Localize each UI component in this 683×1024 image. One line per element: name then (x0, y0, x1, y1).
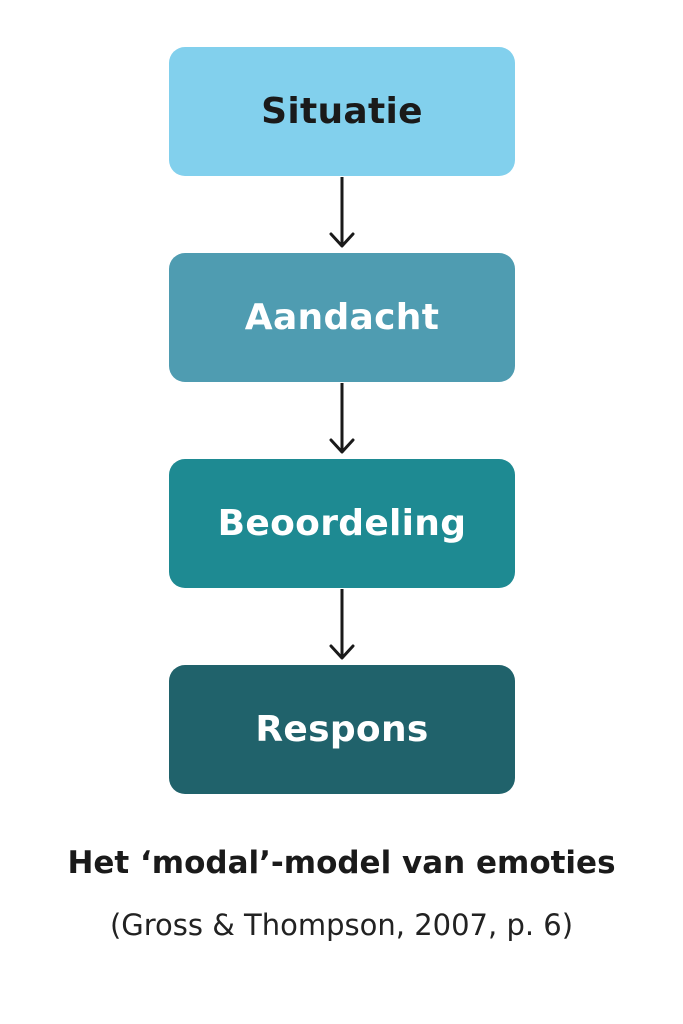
flow-step-situatie: Situatie (169, 47, 515, 176)
flow-step-label: Respons (255, 709, 429, 750)
flow-step-label: Situatie (261, 91, 423, 132)
flow-step-respons: Respons (169, 665, 515, 794)
flow-step-label: Beoordeling (217, 503, 467, 544)
flow-step-label: Aandacht (244, 297, 440, 338)
down-arrow-icon (329, 177, 355, 248)
down-arrow-icon (329, 383, 355, 454)
diagram-caption-source: (Gross & Thompson, 2007, p. 6) (109, 908, 574, 942)
flow-step-beoordeling: Beoordeling (169, 459, 515, 588)
down-arrow-icon (329, 589, 355, 660)
flow-step-aandacht: Aandacht (169, 253, 515, 382)
diagram-caption-title: Het ‘modal’-model van emoties (67, 845, 616, 881)
